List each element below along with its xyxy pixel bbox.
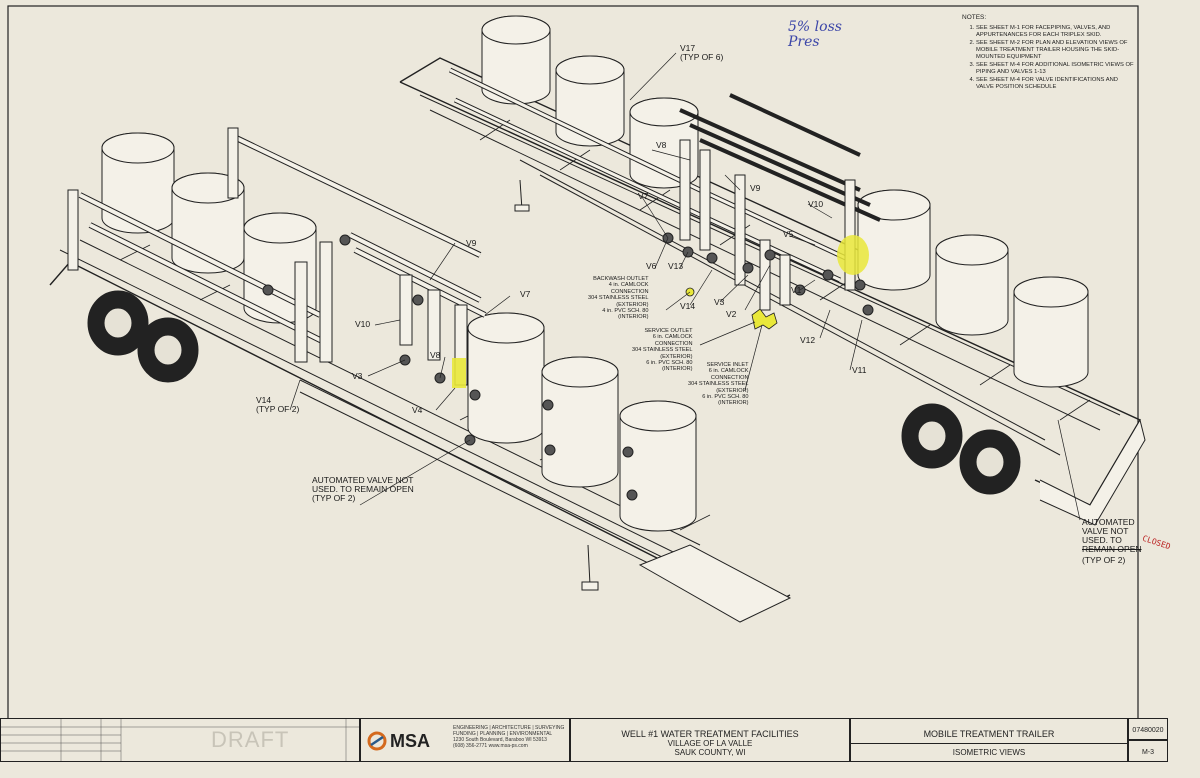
label-v9-right: V9 — [750, 183, 761, 193]
trailer-left — [49, 127, 792, 623]
label-automated-valve-right-typ: (TYP OF 2) — [1082, 555, 1126, 565]
label-v11: V11 — [852, 365, 867, 375]
sheet-number: M-3 — [1141, 749, 1155, 756]
label-v7-left: V7 — [520, 289, 531, 299]
label-v10-right: V10 — [808, 199, 824, 209]
label-automated-valve-right: AUTOMATED VALVE NOT USED. TO — [1082, 517, 1135, 545]
label-v13: V13 — [668, 261, 684, 271]
label-service-inlet: SERVICE INLET 6 in. CAMLOCK CONNECTION 3… — [688, 362, 749, 407]
sheet-title: MOBILE TREATMENT TRAILER — [923, 729, 1055, 739]
label-service-outlet: SERVICE OUTLET 6 in. CAMLOCK CONNECTION … — [632, 328, 693, 373]
label-v6: V6 — [646, 261, 657, 271]
firm-services: ENGINEERING | ARCHITECTURE | SURVEYING F… — [453, 725, 565, 749]
firm-name: MSA — [390, 731, 430, 751]
sheet-subtitle: ISOMETRIC VIEWS — [952, 748, 1026, 757]
sheet-title-block: MOBILE TREATMENT TRAILER ISOMETRIC VIEWS — [850, 718, 1128, 762]
msa-logo-icon — [367, 731, 387, 751]
label-v3-right: V3 — [714, 297, 725, 307]
label-backwash-outlet: BACKWASH OUTLET 4 in. CAMLOCK CONNECTION… — [588, 276, 649, 321]
label-v4: V4 — [412, 405, 423, 415]
title-block: DRAFT MSA ENGINEERING | ARCHITECTURE | S… — [0, 718, 1200, 778]
label-v14-right: V14 — [680, 301, 696, 311]
project-number-cell: 07480020 — [1128, 718, 1168, 740]
wheels-left — [87, 290, 199, 383]
revision-block: DRAFT — [0, 718, 360, 762]
label-v9-left: V9 — [466, 238, 477, 248]
draft-watermark: DRAFT — [211, 727, 290, 752]
label-v2: V2 — [726, 309, 737, 319]
project-title: WELL #1 WATER TREATMENT FACILITIES — [621, 729, 799, 739]
label-v10-left: V10 — [355, 319, 371, 329]
label-v14-left: V14 (TYP OF 2) — [256, 395, 300, 414]
note-item: SEE SHEET M-2 FOR PLAN AND ELEVATION VIE… — [976, 40, 1137, 61]
project-village: VILLAGE OF LA VALLE — [667, 739, 753, 748]
project-block: WELL #1 WATER TREATMENT FACILITIES VILLA… — [570, 718, 850, 762]
project-county: SAUK COUNTY, WI — [674, 748, 746, 757]
label-automated-valve-left: AUTOMATED VALVE NOT USED. TO REMAIN OPEN… — [312, 475, 414, 503]
handwritten-note: 5% loss Pres — [788, 19, 842, 50]
label-v7-right: V7 — [638, 191, 649, 201]
label-v1: V1 — [791, 285, 802, 295]
label-v3-left: V3 — [352, 371, 363, 381]
general-notes: NOTES: SEE SHEET M-1 FOR FACEPIPING, VAL… — [962, 14, 1137, 92]
note-item: SEE SHEET M-4 FOR VALVE IDENTIFICATIONS … — [976, 77, 1137, 91]
project-number: 07480020 — [1132, 727, 1164, 734]
label-v5: V5 — [783, 229, 794, 239]
note-item: SEE SHEET M-1 FOR FACEPIPING, VALVES, AN… — [976, 25, 1137, 39]
leader-lines — [289, 52, 1081, 521]
trailer-right — [399, 15, 1146, 526]
sheet-number-cell: M-3 — [1128, 740, 1168, 762]
note-item: SEE SHEET M-4 FOR ADDITIONAL ISOMETRIC V… — [976, 62, 1137, 76]
firm-block: MSA ENGINEERING | ARCHITECTURE | SURVEYI… — [360, 718, 570, 762]
wheels-right — [901, 403, 1021, 495]
tank-group-left-front — [467, 312, 697, 532]
label-v12: V12 — [800, 335, 816, 345]
label-automated-valve-right-remain: REMAIN OPEN — [1082, 544, 1142, 554]
tank-group-right-near — [857, 189, 1089, 388]
label-v17: V17 (TYP OF 6) — [680, 43, 724, 62]
notes-heading: NOTES: — [962, 14, 987, 21]
label-v8-right: V8 — [656, 140, 667, 150]
label-v8-left: V8 — [430, 350, 441, 360]
